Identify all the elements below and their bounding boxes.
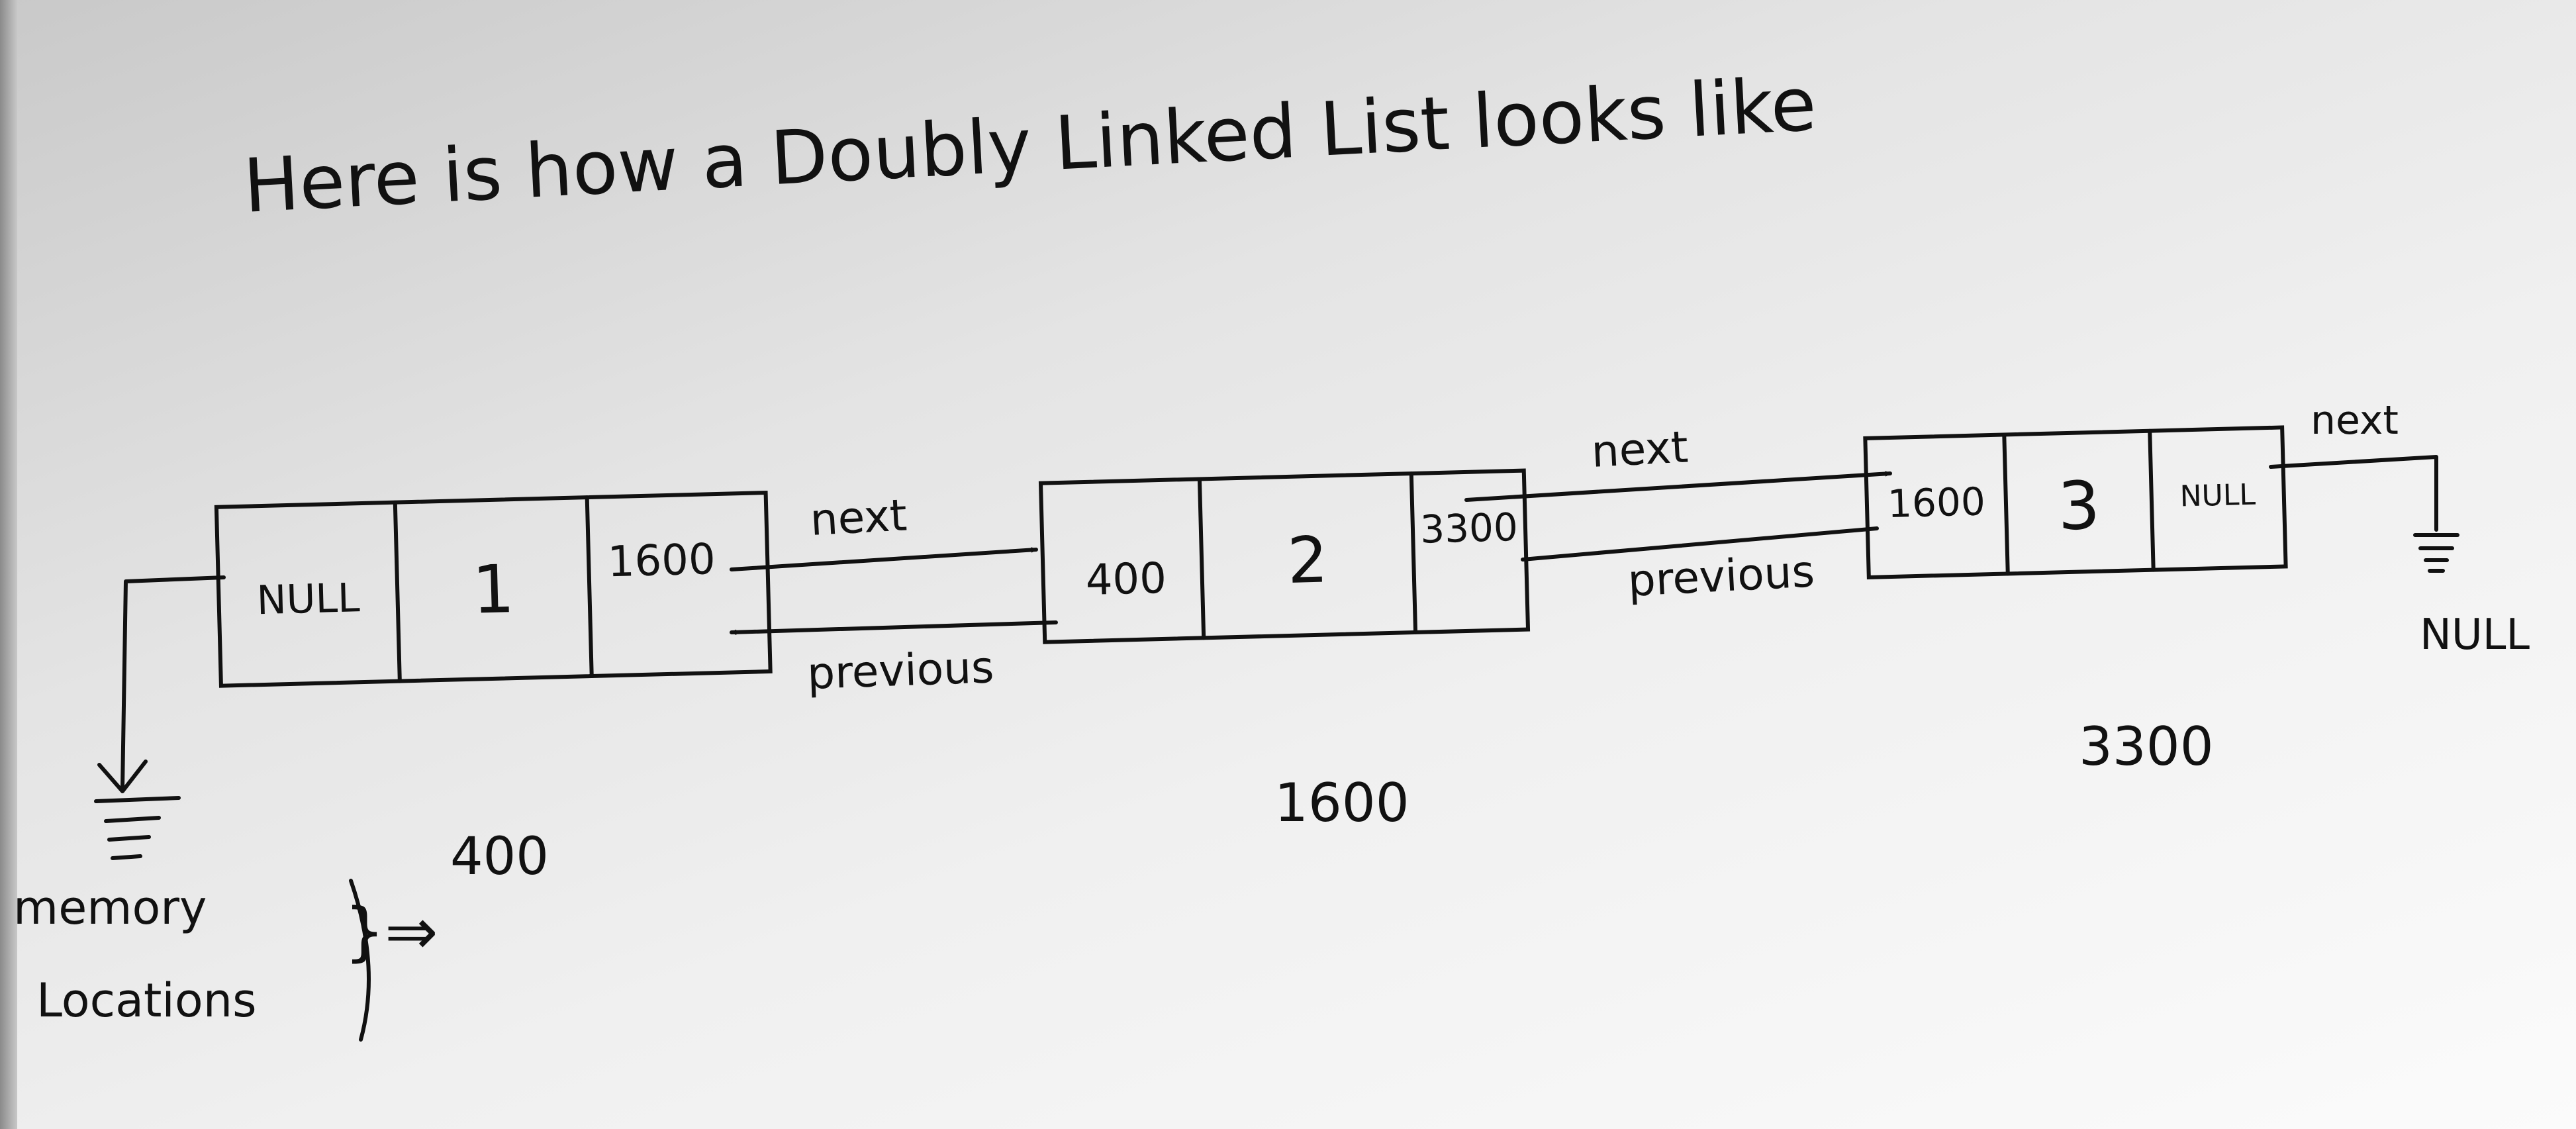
- node-1-divider-a: [393, 500, 402, 683]
- next-arrow-1-2: [730, 550, 1038, 571]
- previous-label-3-2: previous: [1627, 546, 1816, 607]
- node-2: 400 2 3300: [1038, 468, 1531, 644]
- ground-line-4: [111, 854, 142, 860]
- node-2-box: [1038, 468, 1531, 644]
- node-3-divider-a: [2002, 432, 2010, 576]
- ground-line-3: [107, 835, 151, 842]
- node-3-data: 3: [2057, 467, 2101, 546]
- diagram-heading: Here is how a Doubly Linked List looks l…: [242, 62, 1819, 230]
- previous-arrow-2-1: [730, 620, 1058, 632]
- node-2-data: 2: [1286, 522, 1329, 598]
- node-2-divider-a: [1197, 477, 1206, 640]
- next-label-2-3: next: [1590, 421, 1690, 477]
- node-1-box: [214, 490, 773, 688]
- node-1-prev: NULL: [256, 575, 361, 624]
- previous-arrow-3-2: [1521, 526, 1879, 560]
- node-3: 1600 3 NULL: [1863, 425, 2288, 579]
- node-3-next-pointer: [2269, 455, 2438, 532]
- whiteboard-edge: [0, 0, 17, 1129]
- legend-bracket: [349, 879, 371, 1042]
- next-label-1-2: next: [809, 489, 908, 546]
- ground-line-2: [104, 816, 161, 823]
- node-2-next: 3300: [1419, 505, 1518, 552]
- node-2-prev: 400: [1085, 554, 1167, 605]
- ground-line-1: [94, 796, 181, 803]
- node-1: NULL 1 1600: [214, 490, 773, 688]
- previous-label-2-1: previous: [806, 642, 995, 699]
- node-3-prev: 1600: [1887, 479, 1985, 526]
- node-3-box: [1863, 425, 2288, 579]
- node-1-prev-pointer: [120, 575, 226, 790]
- node-1-prev-arrowhead: [97, 760, 148, 793]
- next-label-end: next: [2311, 397, 2399, 444]
- end-null-label: NULL: [2420, 611, 2530, 660]
- node-1-divider-b: [585, 495, 594, 679]
- node-3-divider-b: [2148, 428, 2156, 572]
- node-2-address: 1600: [1274, 772, 1409, 834]
- node-3-address: 3300: [2079, 716, 2214, 777]
- legend-line-2: Locations: [36, 973, 257, 1028]
- node-3-next: NULL: [2179, 478, 2256, 514]
- memory-locations-legend: memory Locations }⇒: [13, 879, 438, 1042]
- next-arrow-2-3: [1464, 473, 1892, 502]
- node-1-next: 1600: [607, 535, 716, 587]
- node-1-address: 400: [450, 827, 549, 887]
- node-1-data: 1: [471, 550, 516, 629]
- node-2-divider-b: [1409, 471, 1418, 634]
- legend-line-1: memory: [13, 881, 207, 935]
